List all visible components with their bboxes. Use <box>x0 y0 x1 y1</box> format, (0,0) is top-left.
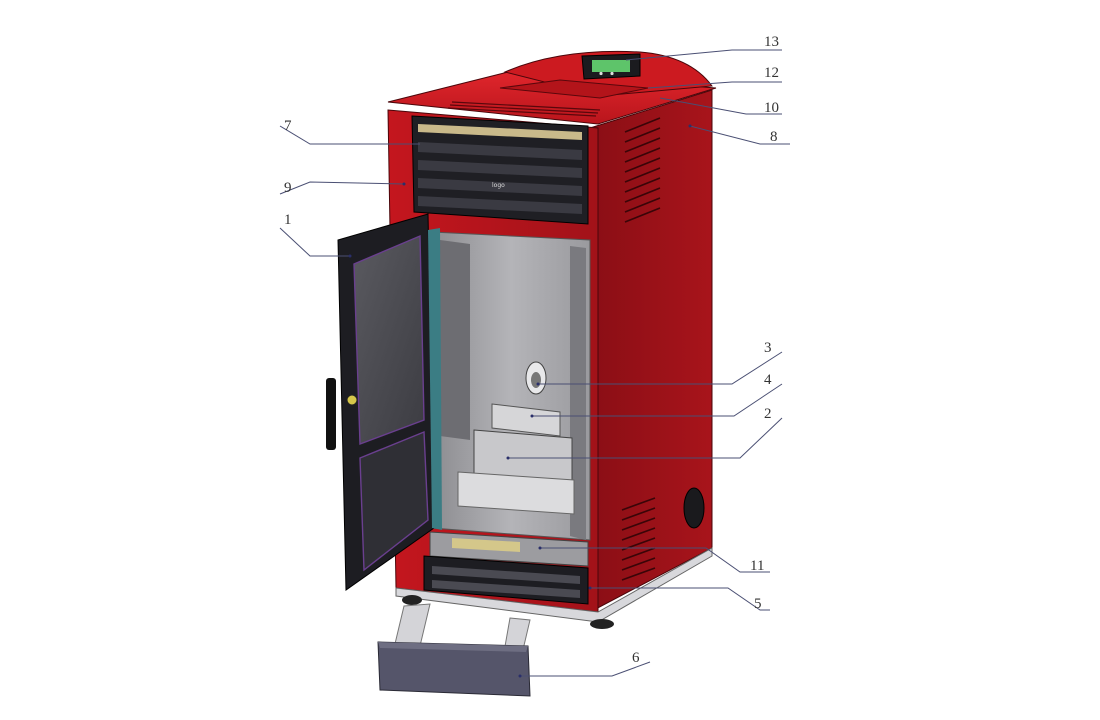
stove-door <box>326 213 442 591</box>
callout-11: 11 <box>750 558 764 574</box>
base-plinth <box>395 547 713 623</box>
control-panel <box>581 53 641 80</box>
callouts: 13 12 10 8 7 9 1 3 4 2 11 <box>279 34 790 678</box>
callout-3: 3 <box>764 340 772 356</box>
callout-6: 6 <box>632 650 640 666</box>
door-glass <box>353 234 425 445</box>
svg-text:logo: logo <box>492 182 505 189</box>
callout-13: 13 <box>764 34 779 50</box>
burn-pot-top <box>491 403 561 437</box>
convection-grille: logo <box>411 115 589 225</box>
firebox <box>431 231 591 541</box>
lower-front <box>423 531 589 605</box>
door-handle <box>326 378 336 450</box>
ash-drawer <box>377 603 531 697</box>
callout-4: 4 <box>764 372 772 388</box>
callout-2: 2 <box>764 406 772 422</box>
top-grille <box>447 101 601 117</box>
flue-outlet <box>683 487 705 529</box>
callout-8: 8 <box>770 129 778 145</box>
callout-1: 1 <box>284 212 292 228</box>
callout-12: 12 <box>764 65 779 81</box>
side-panel <box>589 89 713 613</box>
side-vents-upper <box>624 117 661 223</box>
callout-10: 10 <box>764 100 779 116</box>
callout-7: 7 <box>284 118 292 134</box>
callout-5: 5 <box>754 596 762 612</box>
foot-left <box>402 595 422 605</box>
callout-9: 9 <box>284 180 292 196</box>
foot-right <box>590 619 614 629</box>
igniter-plug <box>525 361 547 395</box>
